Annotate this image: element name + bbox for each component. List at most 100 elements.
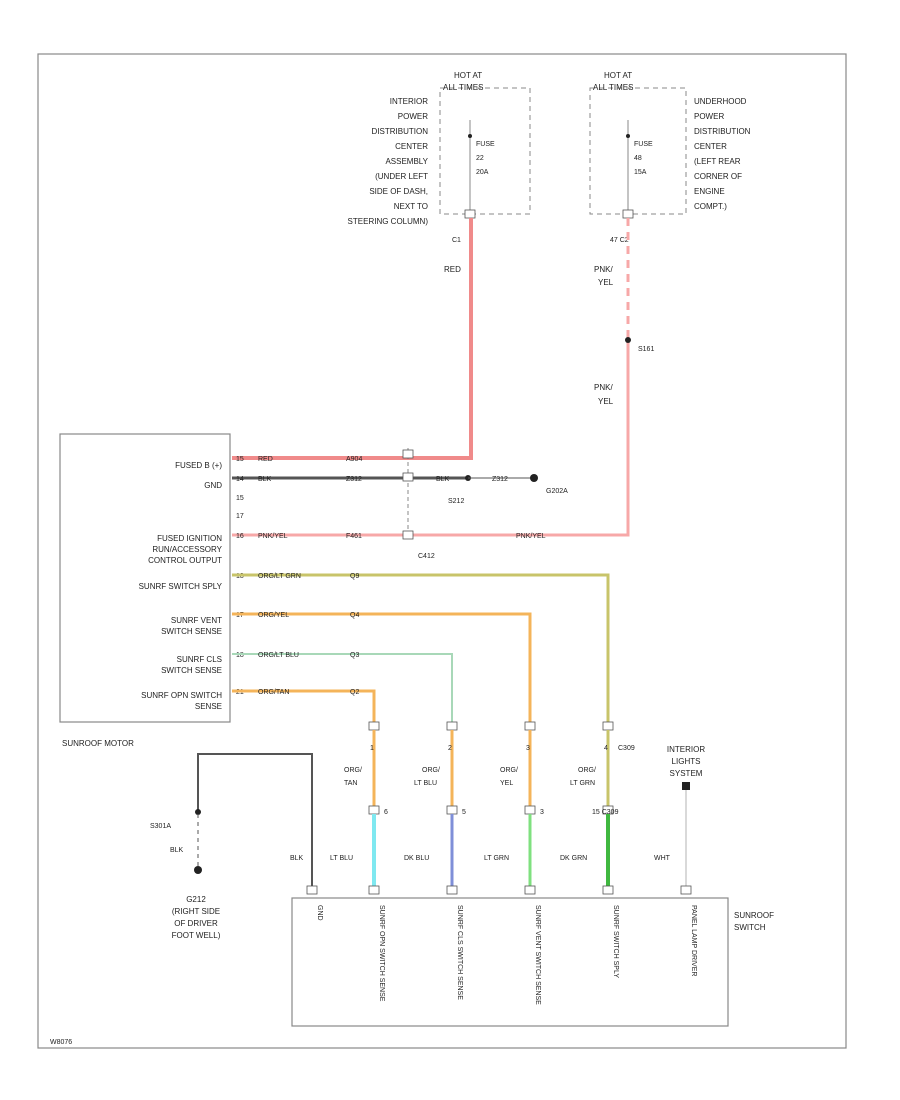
row-8-wire: ORG/TAN (258, 689, 289, 696)
switch-pin-panel: PANEL LAMP DRIVER (690, 905, 697, 976)
module-pin-2: 15 (236, 495, 244, 502)
wire-pnk-yel-1b: YEL (598, 278, 614, 287)
ground-wire: BLK (170, 847, 184, 854)
module-row-7-label-a: SUNRF CLS (177, 655, 222, 664)
drop-3-wire: ORG/ (578, 767, 596, 774)
drop-0-bottom: LT BLU (330, 855, 353, 862)
interior-lights-0: INTERIOR (667, 745, 705, 754)
drop-2-wire: ORG/ (500, 767, 518, 774)
drop-1-bottom: DK BLU (404, 855, 429, 862)
interior-lights-1: LIGHTS (672, 757, 701, 766)
fuse-left-amp: 20A (476, 169, 489, 176)
drop-0-pin: 1 (370, 745, 374, 752)
module-pin-1: 14 (236, 476, 244, 483)
fuse-left-label: FUSE (476, 141, 495, 148)
drop-1-wire-b: LT BLU (414, 780, 437, 787)
row-7-wire: ORG/LT BLU (258, 652, 299, 659)
fuse-left-loc-8: STEERING COLUMN) (348, 217, 429, 226)
row-5-circuit: Q9 (350, 573, 359, 580)
module-pin-4: 16 (236, 533, 244, 540)
row-0-circuit: A904 (346, 456, 362, 463)
blk2-label: BLK (436, 476, 450, 483)
splice-label: S161 (638, 346, 654, 353)
fuse-right-loc-4: (LEFT REAR (694, 157, 741, 166)
fuse-right-hot-at: HOT AT (604, 71, 632, 80)
fuse-left-loc-3: CENTER (395, 142, 428, 151)
fuse-right-loc-5: CORNER OF (694, 172, 742, 181)
fuse-box-left: HOT AT ALL TIMES FUSE 22 20A INTERIOR PO… (348, 71, 531, 244)
module-row-7-label-b: SWITCH SENSE (161, 666, 222, 675)
fuse-left-number: 22 (476, 155, 484, 162)
diagram-frame (37, 53, 847, 1049)
drop-2-pin-b: 3 (540, 809, 544, 816)
drop-2-wire-b: YEL (500, 780, 513, 787)
module-pin-3: 17 (236, 513, 244, 520)
drop-0-wire: ORG/ (344, 767, 362, 774)
drop-0-wire-b: TAN (344, 780, 357, 787)
fuse-right-loc-3: CENTER (694, 142, 727, 151)
drop-3-wire-b: LT GRN (570, 780, 595, 787)
wire-pnk-yel-1: PNK/ (594, 265, 613, 274)
switch-name-0: SUNROOF (734, 911, 774, 920)
row-4-wire: PNK/YEL (258, 533, 288, 540)
fuse-right-label: FUSE (634, 141, 653, 148)
wire-blk-sunroof-ground (197, 753, 313, 890)
drop-0-pin-b: 6 (384, 809, 388, 816)
fuse-right-number: 48 (634, 155, 642, 162)
g202-label: G202A (546, 488, 568, 495)
fuse-right-hot-at-2: ALL TIMES (593, 83, 633, 92)
fuse-left-loc-2: DISTRIBUTION (372, 127, 429, 136)
drop-2-pin: 3 (526, 745, 530, 752)
fuse-box-right: HOT AT ALL TIMES FUSE 48 15A UNDERHOOD P… (589, 71, 751, 244)
c309-label: C309 (618, 745, 635, 752)
switch-pin-gnd: GND (316, 905, 323, 921)
row-6-wire: ORG/YEL (258, 612, 289, 619)
wire-org-tan (232, 689, 376, 726)
ground-wire2: BLK (290, 855, 304, 862)
module-row-4-label-b: RUN/ACCESSORY (152, 545, 222, 554)
wire-pnk-yel-2b: YEL (598, 397, 614, 406)
row-6-circuit: Q4 (350, 612, 359, 619)
drop-3-pin: 4 (604, 745, 608, 752)
row-4-circuit: F461 (346, 533, 362, 540)
ground-label-1: (RIGHT SIDE (172, 907, 220, 916)
footer-code: W8076 (50, 1039, 72, 1046)
ground-label-0: G212 (186, 895, 206, 904)
drop-2-bottom: LT GRN (484, 855, 509, 862)
fuse-left-hot-at-2: ALL TIMES (443, 83, 483, 92)
module-pin-0: 15 (236, 456, 244, 463)
fuse-left-loc-7: NEXT TO (394, 202, 428, 211)
row-1-wire: BLK (258, 476, 272, 483)
sunroof-motor-box (59, 433, 231, 723)
fuse-right-amp: 15A (634, 169, 647, 176)
c412-label: C412 (418, 553, 435, 560)
ground-splice: S301A (150, 823, 171, 830)
row-7-circuit: Q3 (350, 652, 359, 659)
drop-1-wire: ORG/ (422, 767, 440, 774)
switch-pin-opn: SUNRF OPN SWITCH SENSE (378, 905, 385, 1002)
wire-pnk-yel-2: PNK/ (594, 383, 613, 392)
z312b-label: Z312 (492, 476, 508, 483)
row-4-wire-b: PNK/YEL (516, 533, 546, 540)
sunroof-motor-name: SUNROOF MOTOR (62, 739, 134, 748)
switch-name-1: SWITCH (734, 923, 766, 932)
drop-1-pin-b: 5 (462, 809, 466, 816)
module-row-4-label-a: FUSED IGNITION (157, 534, 222, 543)
module-row-5-label: SUNRF SWITCH SPLY (139, 582, 223, 591)
interior-lights-2: SYSTEM (670, 769, 703, 778)
c309b-label: 15 C309 (592, 809, 619, 816)
module-row-6-label-b: SWITCH SENSE (161, 627, 222, 636)
fuse-left-loc-1: POWER (398, 112, 428, 121)
fuse-right-pin: 47 C2 (610, 237, 629, 244)
module-pin-7: 18 (236, 652, 244, 659)
fuse-right-loc-1: POWER (694, 112, 724, 121)
drop-3-bottom: DK GRN (560, 855, 587, 862)
fuse-right-loc-2: DISTRIBUTION (694, 127, 751, 136)
row-1-circuit: Z312 (346, 476, 362, 483)
wire-org-ltblu (232, 653, 453, 726)
module-row-8-label-b: SENSE (195, 702, 222, 711)
switch-pin-sply: SUNRF SWITCH SPLY (612, 905, 619, 978)
module-row-4-label-c: CONTROL OUTPUT (148, 556, 222, 565)
fuse-right-loc-6: ENGINE (694, 187, 725, 196)
